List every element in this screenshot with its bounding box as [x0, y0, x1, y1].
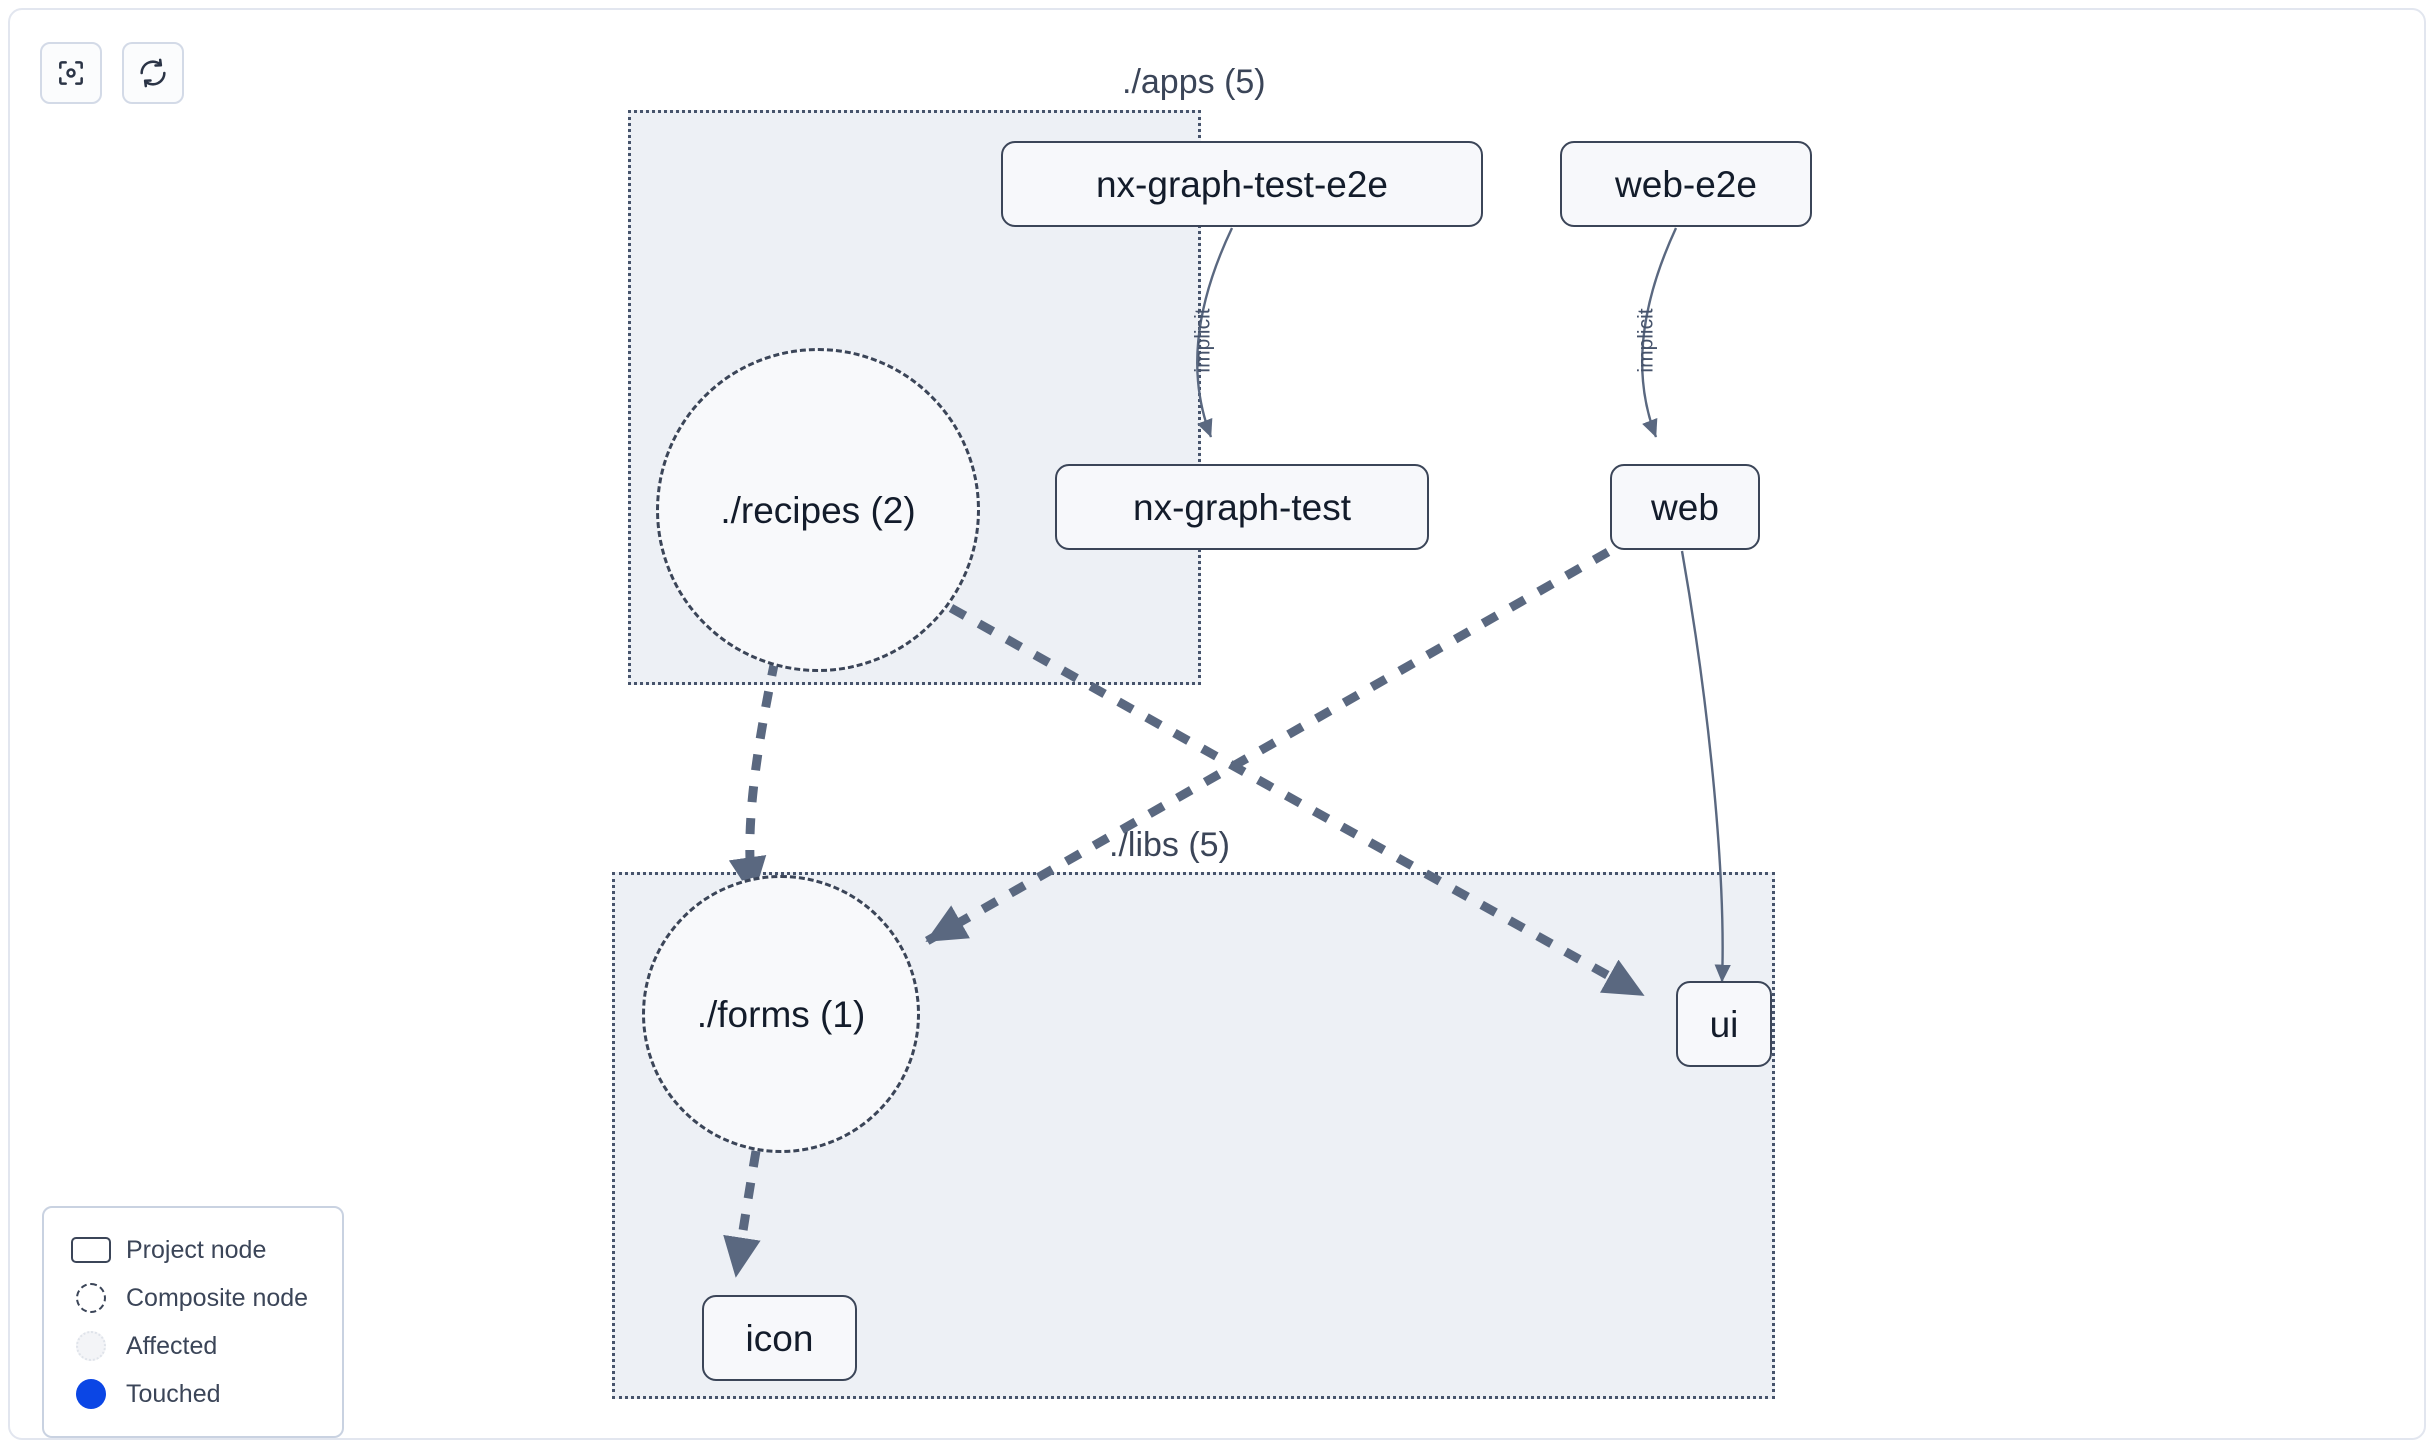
focus-target-icon — [55, 57, 87, 89]
legend-item-touched: Touched — [64, 1370, 322, 1418]
node-recipes[interactable]: ./recipes (2) — [656, 348, 980, 672]
focus-graph-button[interactable] — [40, 42, 102, 104]
legend-item-composite-node: Composite node — [64, 1274, 322, 1322]
touched-node-icon — [64, 1379, 118, 1409]
node-nx-graph-test-e2e[interactable]: nx-graph-test-e2e — [1001, 141, 1483, 227]
graph-toolbar — [40, 42, 184, 104]
legend-label-touched: Touched — [126, 1379, 221, 1408]
project-graph-canvas[interactable]: ./apps (5) ./libs (5) — [10, 10, 2424, 1438]
graph-legend: Project node Composite node Affected Tou… — [42, 1206, 344, 1438]
edge-label-implicit-1: implicit — [1191, 308, 1215, 373]
graph-app-shell: ./apps (5) ./libs (5) — [8, 8, 2426, 1440]
project-node-icon — [64, 1237, 118, 1263]
affected-node-icon — [64, 1331, 118, 1361]
group-label-apps: ./apps (5) — [1116, 65, 1272, 99]
node-web[interactable]: web — [1610, 464, 1760, 550]
node-icon[interactable]: icon — [702, 1295, 857, 1381]
refresh-icon — [137, 57, 169, 89]
legend-label-project-node: Project node — [126, 1235, 267, 1264]
edge-recipes-to-forms — [728, 659, 780, 898]
edge-label-implicit-2: implicit — [1634, 308, 1658, 373]
refresh-graph-button[interactable] — [122, 42, 184, 104]
composite-node-icon — [64, 1283, 118, 1313]
legend-item-project-node: Project node — [64, 1226, 322, 1274]
group-label-libs: ./libs (5) — [1103, 828, 1236, 862]
node-forms[interactable]: ./forms (1) — [642, 875, 920, 1153]
node-web-e2e[interactable]: web-e2e — [1560, 141, 1812, 227]
legend-item-affected: Affected — [64, 1322, 322, 1370]
node-nx-graph-test[interactable]: nx-graph-test — [1055, 464, 1429, 550]
legend-label-composite-node: Composite node — [126, 1283, 309, 1312]
legend-label-affected: Affected — [126, 1331, 218, 1360]
node-ui[interactable]: ui — [1676, 981, 1772, 1067]
